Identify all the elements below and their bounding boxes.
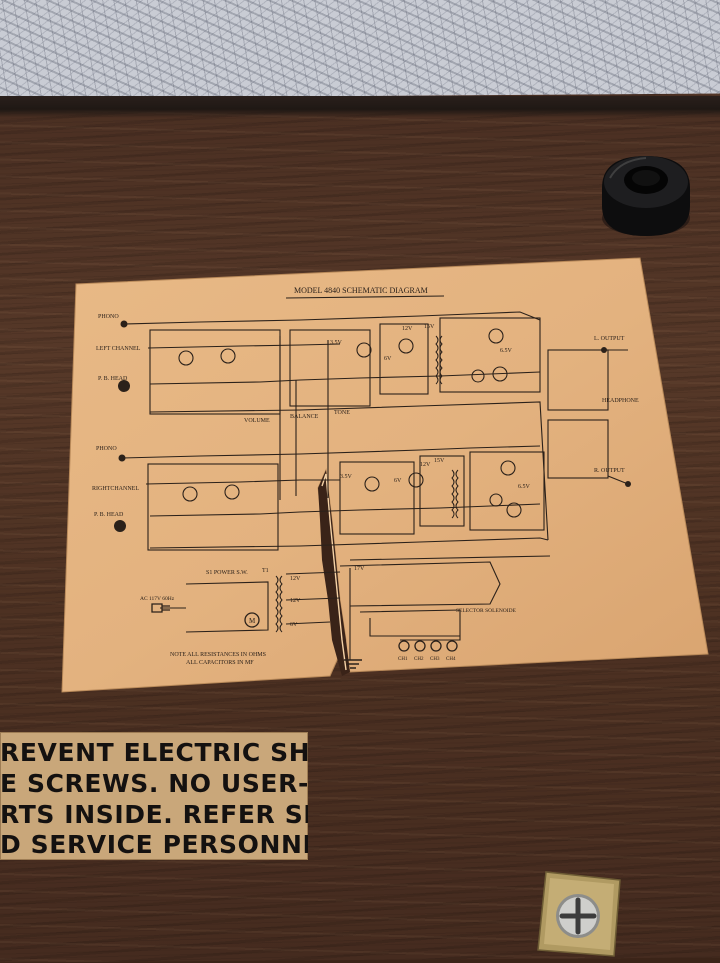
warning-line-3: RTS INSIDE. REFER SERVIC-	[0, 800, 308, 829]
warning-line-2: E SCREWS. NO USER-	[0, 769, 308, 798]
screw-bracket	[537, 871, 621, 957]
rubber-foot	[602, 156, 690, 236]
warning-label: REVENT ELECTRIC SHOCK, E SCREWS. NO USER…	[0, 732, 308, 860]
warning-line-1: REVENT ELECTRIC SHOCK,	[0, 738, 308, 767]
warning-line-4: D SERVICE PERSONNEL.	[0, 830, 308, 859]
wood-panel-edge	[0, 96, 720, 118]
